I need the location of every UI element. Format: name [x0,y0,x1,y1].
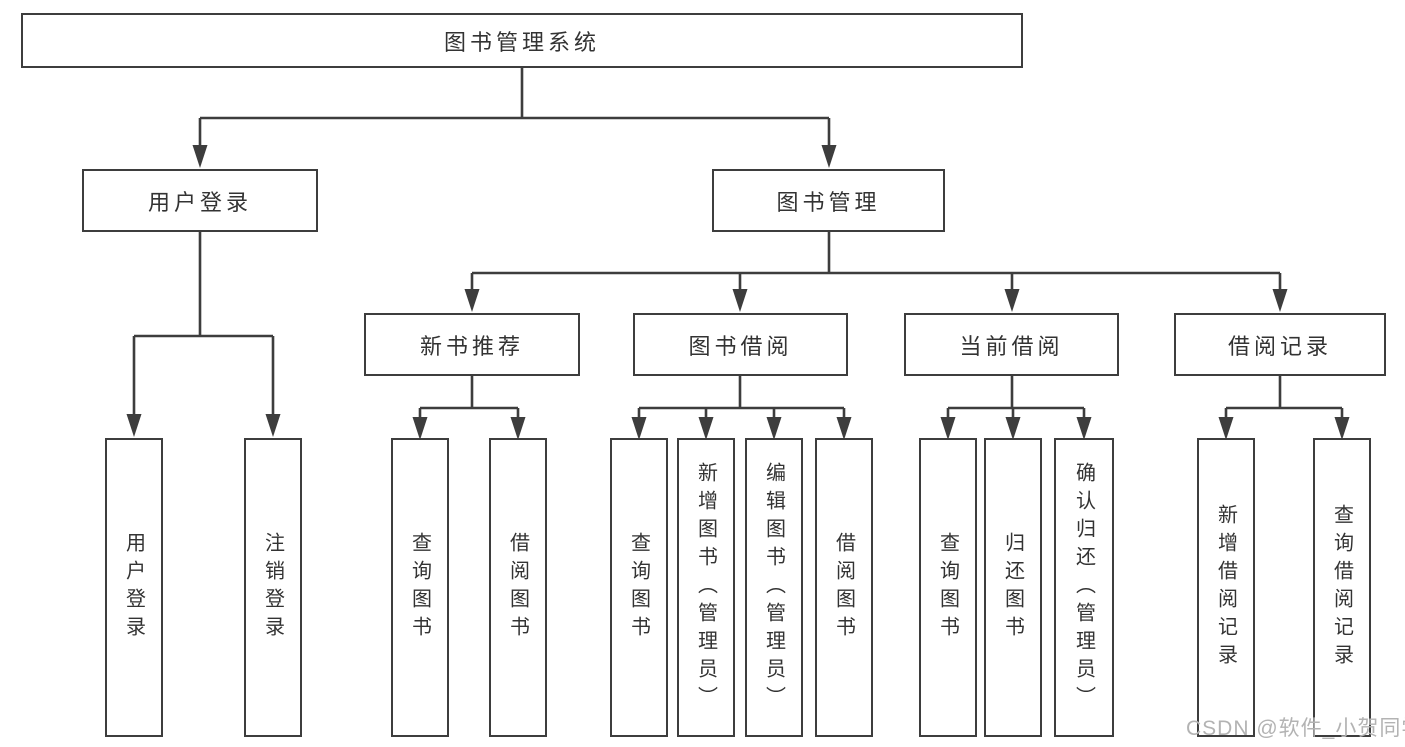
node-book-borrowing: 图书借阅 [633,313,848,376]
leaf-query-books-1: 查询图书 [391,438,449,737]
arrowhead-icon [1005,417,1021,440]
leaf-borrow-books-2: 借阅图书 [815,438,873,737]
arrowhead-icon [732,289,748,312]
connector-line [1224,376,1344,423]
arrowhead-icon [766,417,782,440]
csdn-watermark: CSDN @软件_小贺同学 [1186,717,1405,740]
node-user-login-branch: 用户登录 [82,169,318,232]
leaf-user-login: 用户登录 [105,438,163,737]
leaf-borrow-books-1: 借阅图书 [489,438,547,737]
node-borrowing-records: 借阅记录 [1174,313,1386,376]
connector-line [946,376,1086,423]
arrowhead-icon [631,417,647,440]
leaf-query-books-3: 查询图书 [919,438,977,737]
arrowhead-icon [265,414,281,437]
arrowhead-icon [510,417,526,440]
connector-line [198,68,831,151]
arrowhead-icon [1272,289,1288,312]
arrowhead-icon [940,417,956,440]
arrowhead-icon [464,289,480,312]
leaf-add-borrow-record: 新增借阅记录 [1197,438,1255,737]
arrowhead-icon [126,414,142,437]
arrowhead-icon [821,145,837,168]
arrowhead-icon [836,417,852,440]
arrowhead-icon [1218,417,1234,440]
arrowhead-icon [698,417,714,440]
connector-line [132,232,275,420]
leaf-edit-books-admin: 编辑图书（管理员） [745,438,803,737]
leaf-confirm-return-admin: 确认归还（管理员） [1054,438,1114,737]
arrowhead-icon [1076,417,1092,440]
node-new-book-recommendation: 新书推荐 [364,313,580,376]
arrowhead-icon [192,145,208,168]
leaf-logout: 注销登录 [244,438,302,737]
connector-line [418,376,520,423]
connector-line [470,232,1282,295]
arrowhead-icon [1334,417,1350,440]
node-book-management-branch: 图书管理 [712,169,945,232]
leaf-query-borrow-record: 查询借阅记录 [1313,438,1371,737]
leaf-query-books-2: 查询图书 [610,438,668,737]
leaf-return-books: 归还图书 [984,438,1042,737]
arrowhead-icon [412,417,428,440]
leaf-add-books-admin: 新增图书（管理员） [677,438,735,737]
node-library-management-system: 图书管理系统 [21,13,1023,68]
node-current-borrowing: 当前借阅 [904,313,1119,376]
connector-line [637,376,846,423]
arrowhead-icon [1004,289,1020,312]
